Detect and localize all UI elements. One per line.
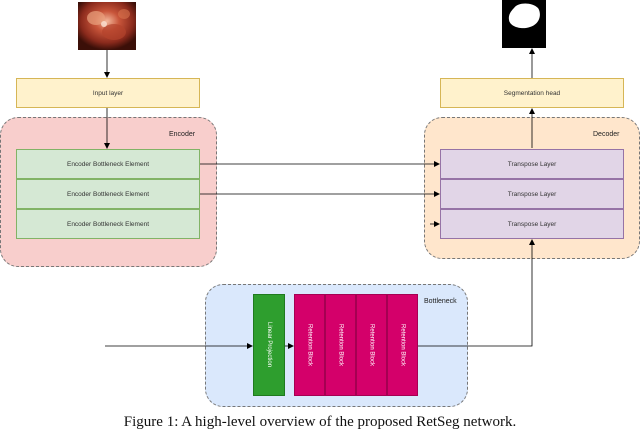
segmentation-head-box: Segmentation head xyxy=(440,78,624,108)
arrow-bottleneck-to-decoder xyxy=(418,239,535,347)
retention-block-4: Retention Block xyxy=(387,294,418,396)
linear-projection-box: Linear Projection xyxy=(253,294,285,396)
input-layer-box: Input layer xyxy=(16,78,200,108)
segmentation-mask-image xyxy=(502,0,546,48)
bottleneck-title: Bottleneck xyxy=(424,298,457,305)
decoder-element-label: Transpose Layer xyxy=(507,190,557,198)
retention-block-label: Retention Block xyxy=(399,323,406,367)
decoder-element-label: Transpose Layer xyxy=(507,160,557,168)
encoder-title: Encoder xyxy=(169,131,196,138)
retention-block-3: Retention Block xyxy=(356,294,387,396)
encoder-element-label: Encoder Bottleneck Element xyxy=(66,220,150,228)
retention-block-label: Retention Block xyxy=(368,323,375,367)
decoder-title: Decoder xyxy=(593,131,620,138)
retention-block-1: Retention Block xyxy=(294,294,325,396)
segmentation-head-label: Segmentation head xyxy=(503,89,561,97)
figure-caption: Figure 1: A high-level overview of the p… xyxy=(123,414,517,430)
decoder-element-2: Transpose Layer xyxy=(440,179,624,209)
retention-block-2: Retention Block xyxy=(325,294,356,396)
retention-block-label: Retention Block xyxy=(306,323,313,367)
encoder-element-3: Encoder Bottleneck Element xyxy=(16,209,200,239)
endoscopy-image xyxy=(78,2,136,50)
linear-projection-label: Linear Projection xyxy=(266,322,272,368)
encoder-element-1: Encoder Bottleneck Element xyxy=(16,149,200,179)
decoder-element-label: Transpose Layer xyxy=(507,220,557,228)
encoder-element-label: Encoder Bottleneck Element xyxy=(66,160,150,168)
encoder-element-label: Encoder Bottleneck Element xyxy=(66,190,150,198)
decoder-element-3: Transpose Layer xyxy=(440,209,624,239)
decoder-element-1: Transpose Layer xyxy=(440,149,624,179)
encoder-element-2: Encoder Bottleneck Element xyxy=(16,179,200,209)
input-layer-label: Input layer xyxy=(92,89,124,97)
retention-block-label: Retention Block xyxy=(337,323,344,367)
